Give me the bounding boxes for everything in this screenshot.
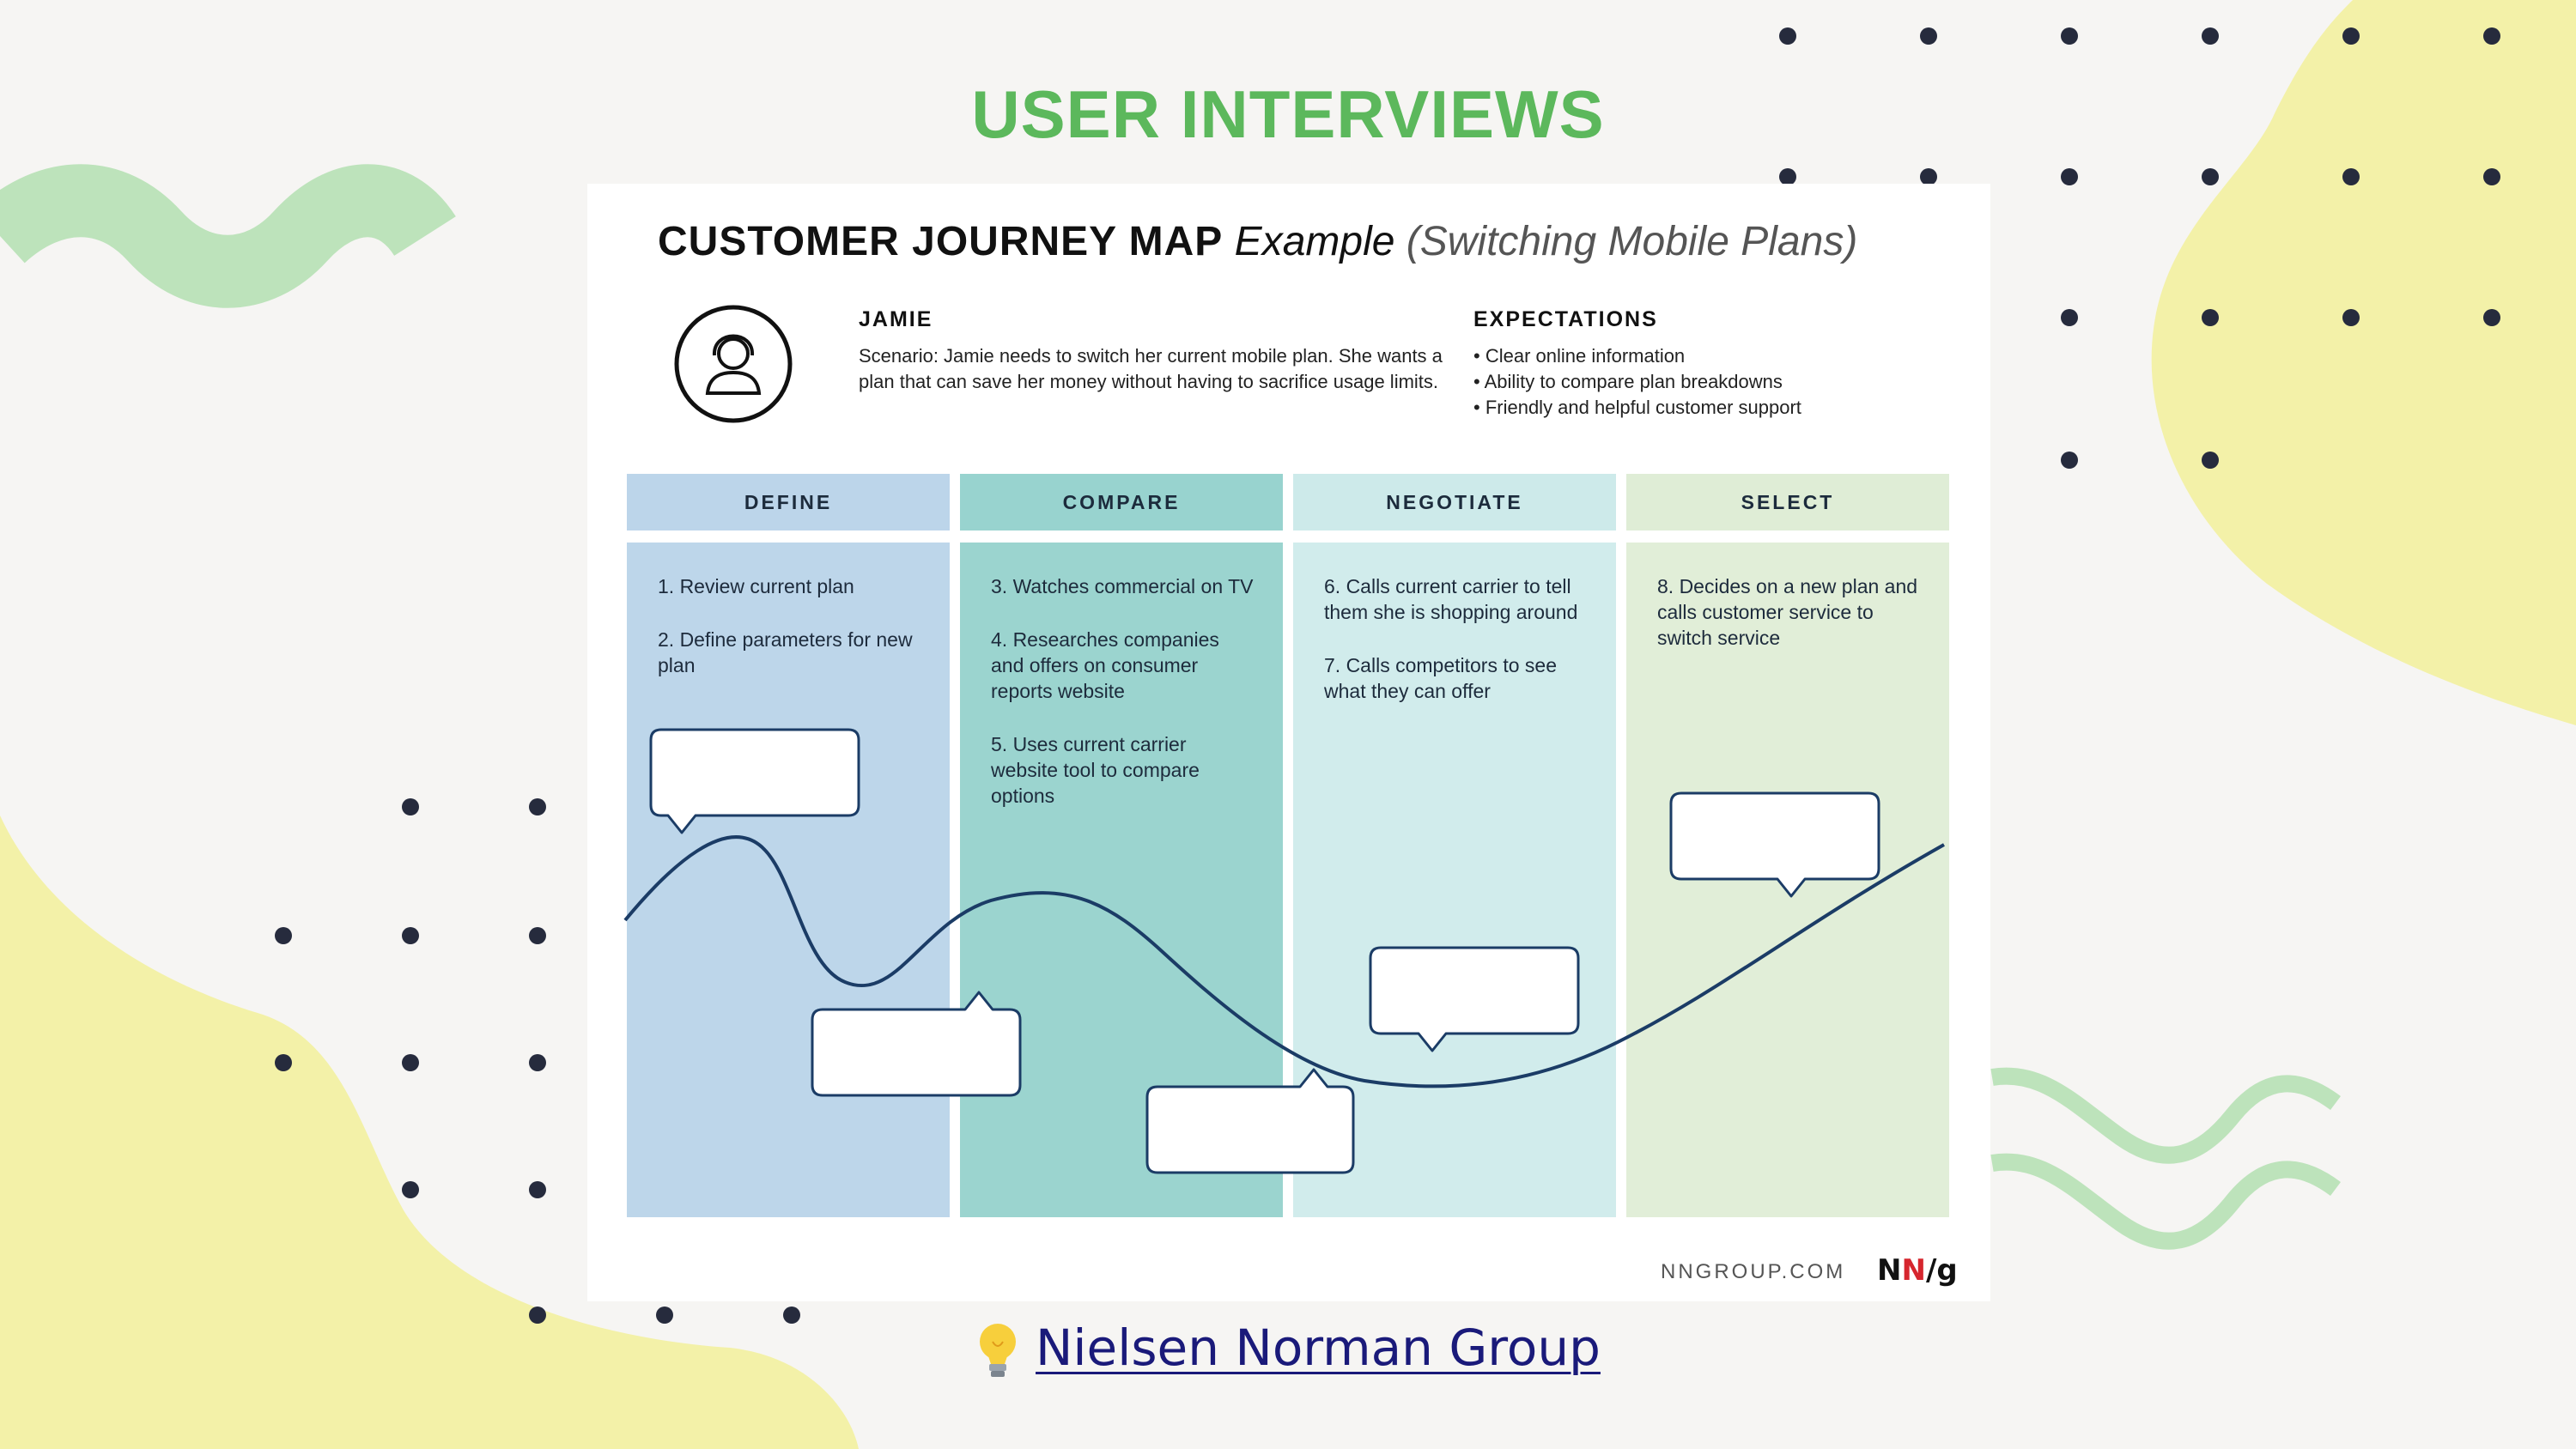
speech-bubble [1369, 946, 1580, 1052]
dot [402, 1054, 419, 1071]
dot [2202, 452, 2219, 469]
dot [529, 927, 546, 944]
green-wave-left [0, 164, 456, 308]
speech-bubble [811, 991, 1022, 1097]
speech-bubble [1145, 1068, 1355, 1174]
expectation-item: Ability to compare plan breakdowns [1473, 369, 1801, 395]
phase-header-compare: COMPARE [960, 474, 1283, 530]
dot [402, 798, 419, 815]
dot [783, 1307, 800, 1324]
phase-header-select: SELECT [1626, 474, 1949, 530]
dot [529, 798, 546, 815]
dot [402, 1181, 419, 1198]
speech-bubble [1669, 791, 1880, 898]
expectation-item: Clear online information [1473, 343, 1801, 369]
user-avatar-icon [674, 305, 793, 423]
yellow-blob-bottom-left [0, 815, 859, 1449]
logo-letter: /g [1925, 1253, 1958, 1288]
step-text: 5. Uses current carrier website tool to … [991, 733, 1200, 807]
dot [529, 1181, 546, 1198]
dot [1779, 168, 1796, 185]
yellow-blob-top-right [2151, 0, 2576, 725]
green-wave-right-1 [1990, 1067, 2341, 1164]
step-text: 4. Researches companies and offers on co… [991, 628, 1219, 702]
phase-header-define: DEFINE [627, 474, 950, 530]
dot [1920, 27, 1937, 45]
dot [2061, 309, 2078, 326]
source-link[interactable]: Nielsen Norman Group [1036, 1319, 1601, 1377]
green-wave-right-2 [1990, 1153, 2341, 1250]
step-text: 8. Decides on a new plan and calls custo… [1657, 575, 1918, 649]
dot [2342, 309, 2360, 326]
persona-scenario: Scenario: Jamie needs to switch her curr… [859, 345, 1443, 392]
source-attribution: Nielsen Norman Group [0, 1319, 2576, 1381]
dot [275, 1054, 292, 1071]
dot [2061, 27, 2078, 45]
step-text: 7. Calls competitors to see what they ca… [1324, 654, 1558, 702]
title-paren: (Switching Mobile Plans) [1406, 219, 1858, 264]
phase-header-negotiate: NEGOTIATE [1293, 474, 1616, 530]
dot [2483, 27, 2500, 45]
dot [2342, 27, 2360, 45]
dot [2202, 168, 2219, 185]
dot [2061, 168, 2078, 185]
nng-logo: NN/g [1877, 1253, 1958, 1288]
footer-site-name: NNGROUP.COM [1661, 1260, 1846, 1283]
dot [1920, 168, 1937, 185]
slide-title: USER INTERVIEWS [971, 76, 1605, 152]
light-bulb-icon [980, 1323, 1017, 1377]
step-text: 3. Watches commercial on TV [991, 575, 1254, 597]
journey-map-title: CUSTOMER JOURNEY MAP Example (Switching … [658, 218, 1857, 265]
dot [402, 927, 419, 944]
dot [529, 1307, 546, 1324]
journey-map-card: CUSTOMER JOURNEY MAP Example (Switching … [587, 184, 1990, 1301]
expectation-item: Friendly and helpful customer support [1473, 395, 1801, 421]
dot [529, 1054, 546, 1071]
dot [2202, 27, 2219, 45]
logo-letter: N [1877, 1253, 1902, 1288]
dot [1779, 27, 1796, 45]
dot [2342, 168, 2360, 185]
phase-column-define: 1. Review current plan 2. Define paramet… [627, 543, 950, 1217]
speech-bubble [649, 728, 860, 834]
dot [2483, 168, 2500, 185]
step-text: 1. Review current plan [658, 575, 854, 597]
logo-letter-red: N [1901, 1253, 1926, 1288]
step-text: 6. Calls current carrier to tell them sh… [1324, 575, 1578, 623]
title-italic: Example [1234, 219, 1395, 264]
step-text: 2. Define parameters for new plan [658, 628, 913, 676]
expectations-list: Clear online information Ability to comp… [1473, 343, 1801, 421]
dot [2061, 452, 2078, 469]
phase-column-compare: 3. Watches commercial on TV 4. Researche… [960, 543, 1283, 1217]
dot [2483, 309, 2500, 326]
journey-overlay [623, 728, 1945, 1174]
persona-name: JAMIE [859, 307, 933, 331]
expectations-heading: EXPECTATIONS [1473, 307, 1658, 331]
dot [656, 1307, 673, 1324]
dot [2202, 309, 2219, 326]
emotion-curve [623, 835, 1945, 1088]
title-bold: CUSTOMER JOURNEY MAP [658, 219, 1224, 264]
dot [275, 927, 292, 944]
